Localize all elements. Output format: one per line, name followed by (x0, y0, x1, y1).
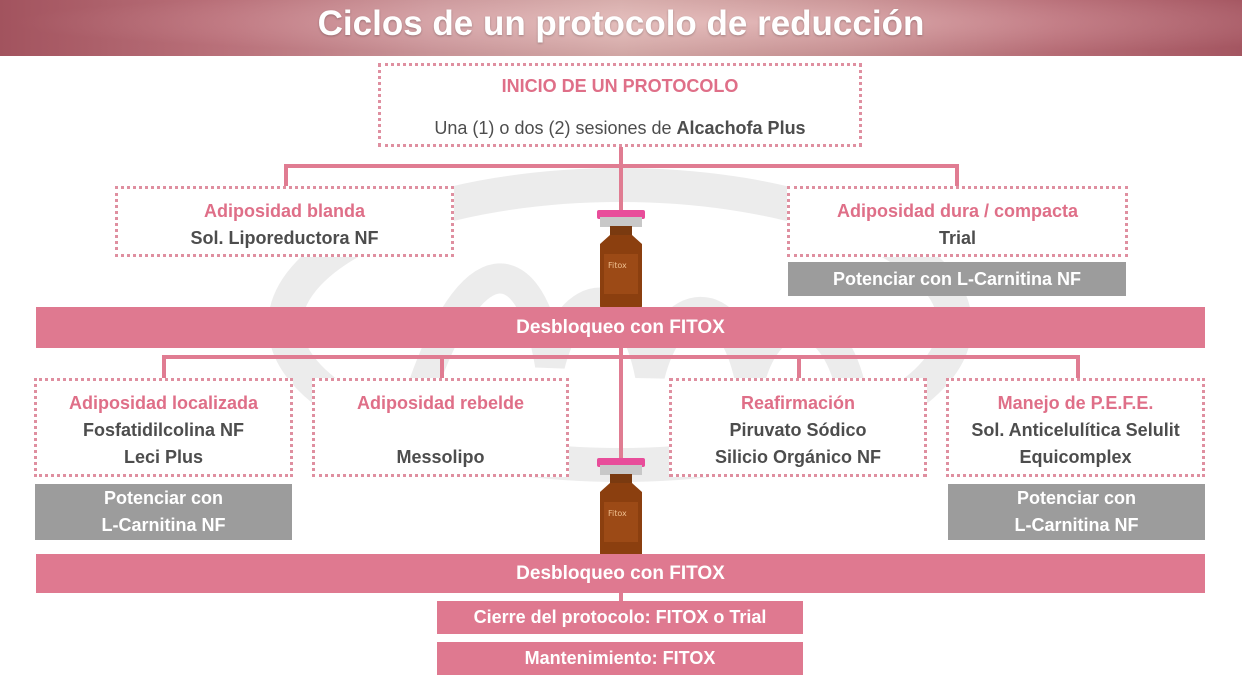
fitox-vial-label: Fitox (608, 509, 627, 518)
connector-mid-horizontal (162, 355, 1080, 359)
localized-boost: Potenciar con L-Carnitina NF (35, 484, 292, 540)
connector-branch-2-down (440, 355, 444, 379)
fitox-vial-label: Fitox (608, 261, 627, 270)
soft-adiposity-product: Sol. Liporeductora NF (190, 228, 379, 248)
closing-protocol-bar: Cierre del protocolo: FITOX o Trial (437, 601, 803, 634)
branch-product-1: Piruvato Sódico (729, 420, 867, 440)
start-description: Una (1) o dos (2) sesiones de Alcachofa … (381, 115, 859, 142)
branch-box-pefe: Manejo de P.E.F.E. Sol. Anticelulítica S… (946, 378, 1205, 477)
page-title: Ciclos de un protocolo de reducción (317, 4, 925, 43)
localized-boost-line2: L-Carnitina NF (101, 515, 226, 535)
maintenance-bar: Mantenimiento: FITOX (437, 642, 803, 675)
branch-heading-firming: Reafirmación (740, 393, 856, 413)
branch-product-1: Sol. Anticelulítica Selulit (971, 420, 1180, 440)
connector-bottom-down (619, 592, 623, 602)
connector-top-left-down (284, 164, 288, 188)
connector-branch-4-down (1076, 355, 1080, 379)
soft-adiposity-heading: Adiposidad blanda (203, 201, 365, 221)
branch-product-1: Fosfatidilcolina NF (82, 420, 244, 440)
hard-adiposity-product: Trial (938, 228, 977, 248)
start-protocol-box: INICIO DE UN PROTOCOLO Una (1) o dos (2)… (378, 63, 862, 147)
branch-heading-pefe: Manejo de P.E.F.E. (997, 393, 1154, 413)
pefe-boost-line2: L-Carnitina NF (1014, 515, 1139, 535)
localized-boost-line1: Potenciar con (103, 488, 224, 508)
fitox-vial-image: Fitox (597, 210, 645, 310)
connector-top-right-down (955, 164, 959, 188)
pefe-boost-line1: Potenciar con (1016, 488, 1137, 508)
branch-product-2: Leci Plus (123, 447, 204, 467)
header-background-image (0, 0, 1242, 56)
branch-heading-localized: Adiposidad localizada (68, 393, 259, 413)
connector-branch-3-down (797, 355, 801, 379)
start-product: Alcachofa Plus (676, 118, 806, 138)
branch-product-2: Silicio Orgánico NF (714, 447, 882, 467)
connector-branch-1-down (162, 355, 166, 379)
hard-adiposity-box: Adiposidad dura / compacta Trial (787, 186, 1128, 257)
fitox-vial-image-2: Fitox (597, 458, 645, 558)
unlock-fitox-bar-2: Desbloqueo con FITOX (36, 554, 1205, 593)
connector-mid-down (619, 346, 623, 476)
unlock-fitox-bar-1: Desbloqueo con FITOX (36, 307, 1205, 348)
connector-start-down (619, 146, 623, 166)
branch-product-2: Equicomplex (1019, 447, 1132, 467)
hard-adiposity-boost: Potenciar con L-Carnitina NF (788, 262, 1126, 296)
branch-box-localized: Adiposidad localizada Fosfatidilcolina N… (34, 378, 293, 477)
hard-adiposity-heading: Adiposidad dura / compacta (836, 201, 1079, 221)
branch-box-firming: Reafirmación Piruvato Sódico Silicio Org… (669, 378, 927, 477)
header-banner: Ciclos de un protocolo de reducción (0, 0, 1242, 56)
pefe-boost: Potenciar con L-Carnitina NF (948, 484, 1205, 540)
branch-product-1: Messolipo (396, 447, 485, 467)
branch-heading-rebel: Adiposidad rebelde (356, 393, 525, 413)
start-heading: INICIO DE UN PROTOCOLO (501, 76, 739, 96)
soft-adiposity-box: Adiposidad blanda Sol. Liporeductora NF (115, 186, 454, 257)
start-text: Una (1) o dos (2) sesiones de (434, 118, 677, 138)
branch-box-rebel: Adiposidad rebelde Messolipo (312, 378, 569, 477)
connector-center-down (619, 164, 623, 224)
